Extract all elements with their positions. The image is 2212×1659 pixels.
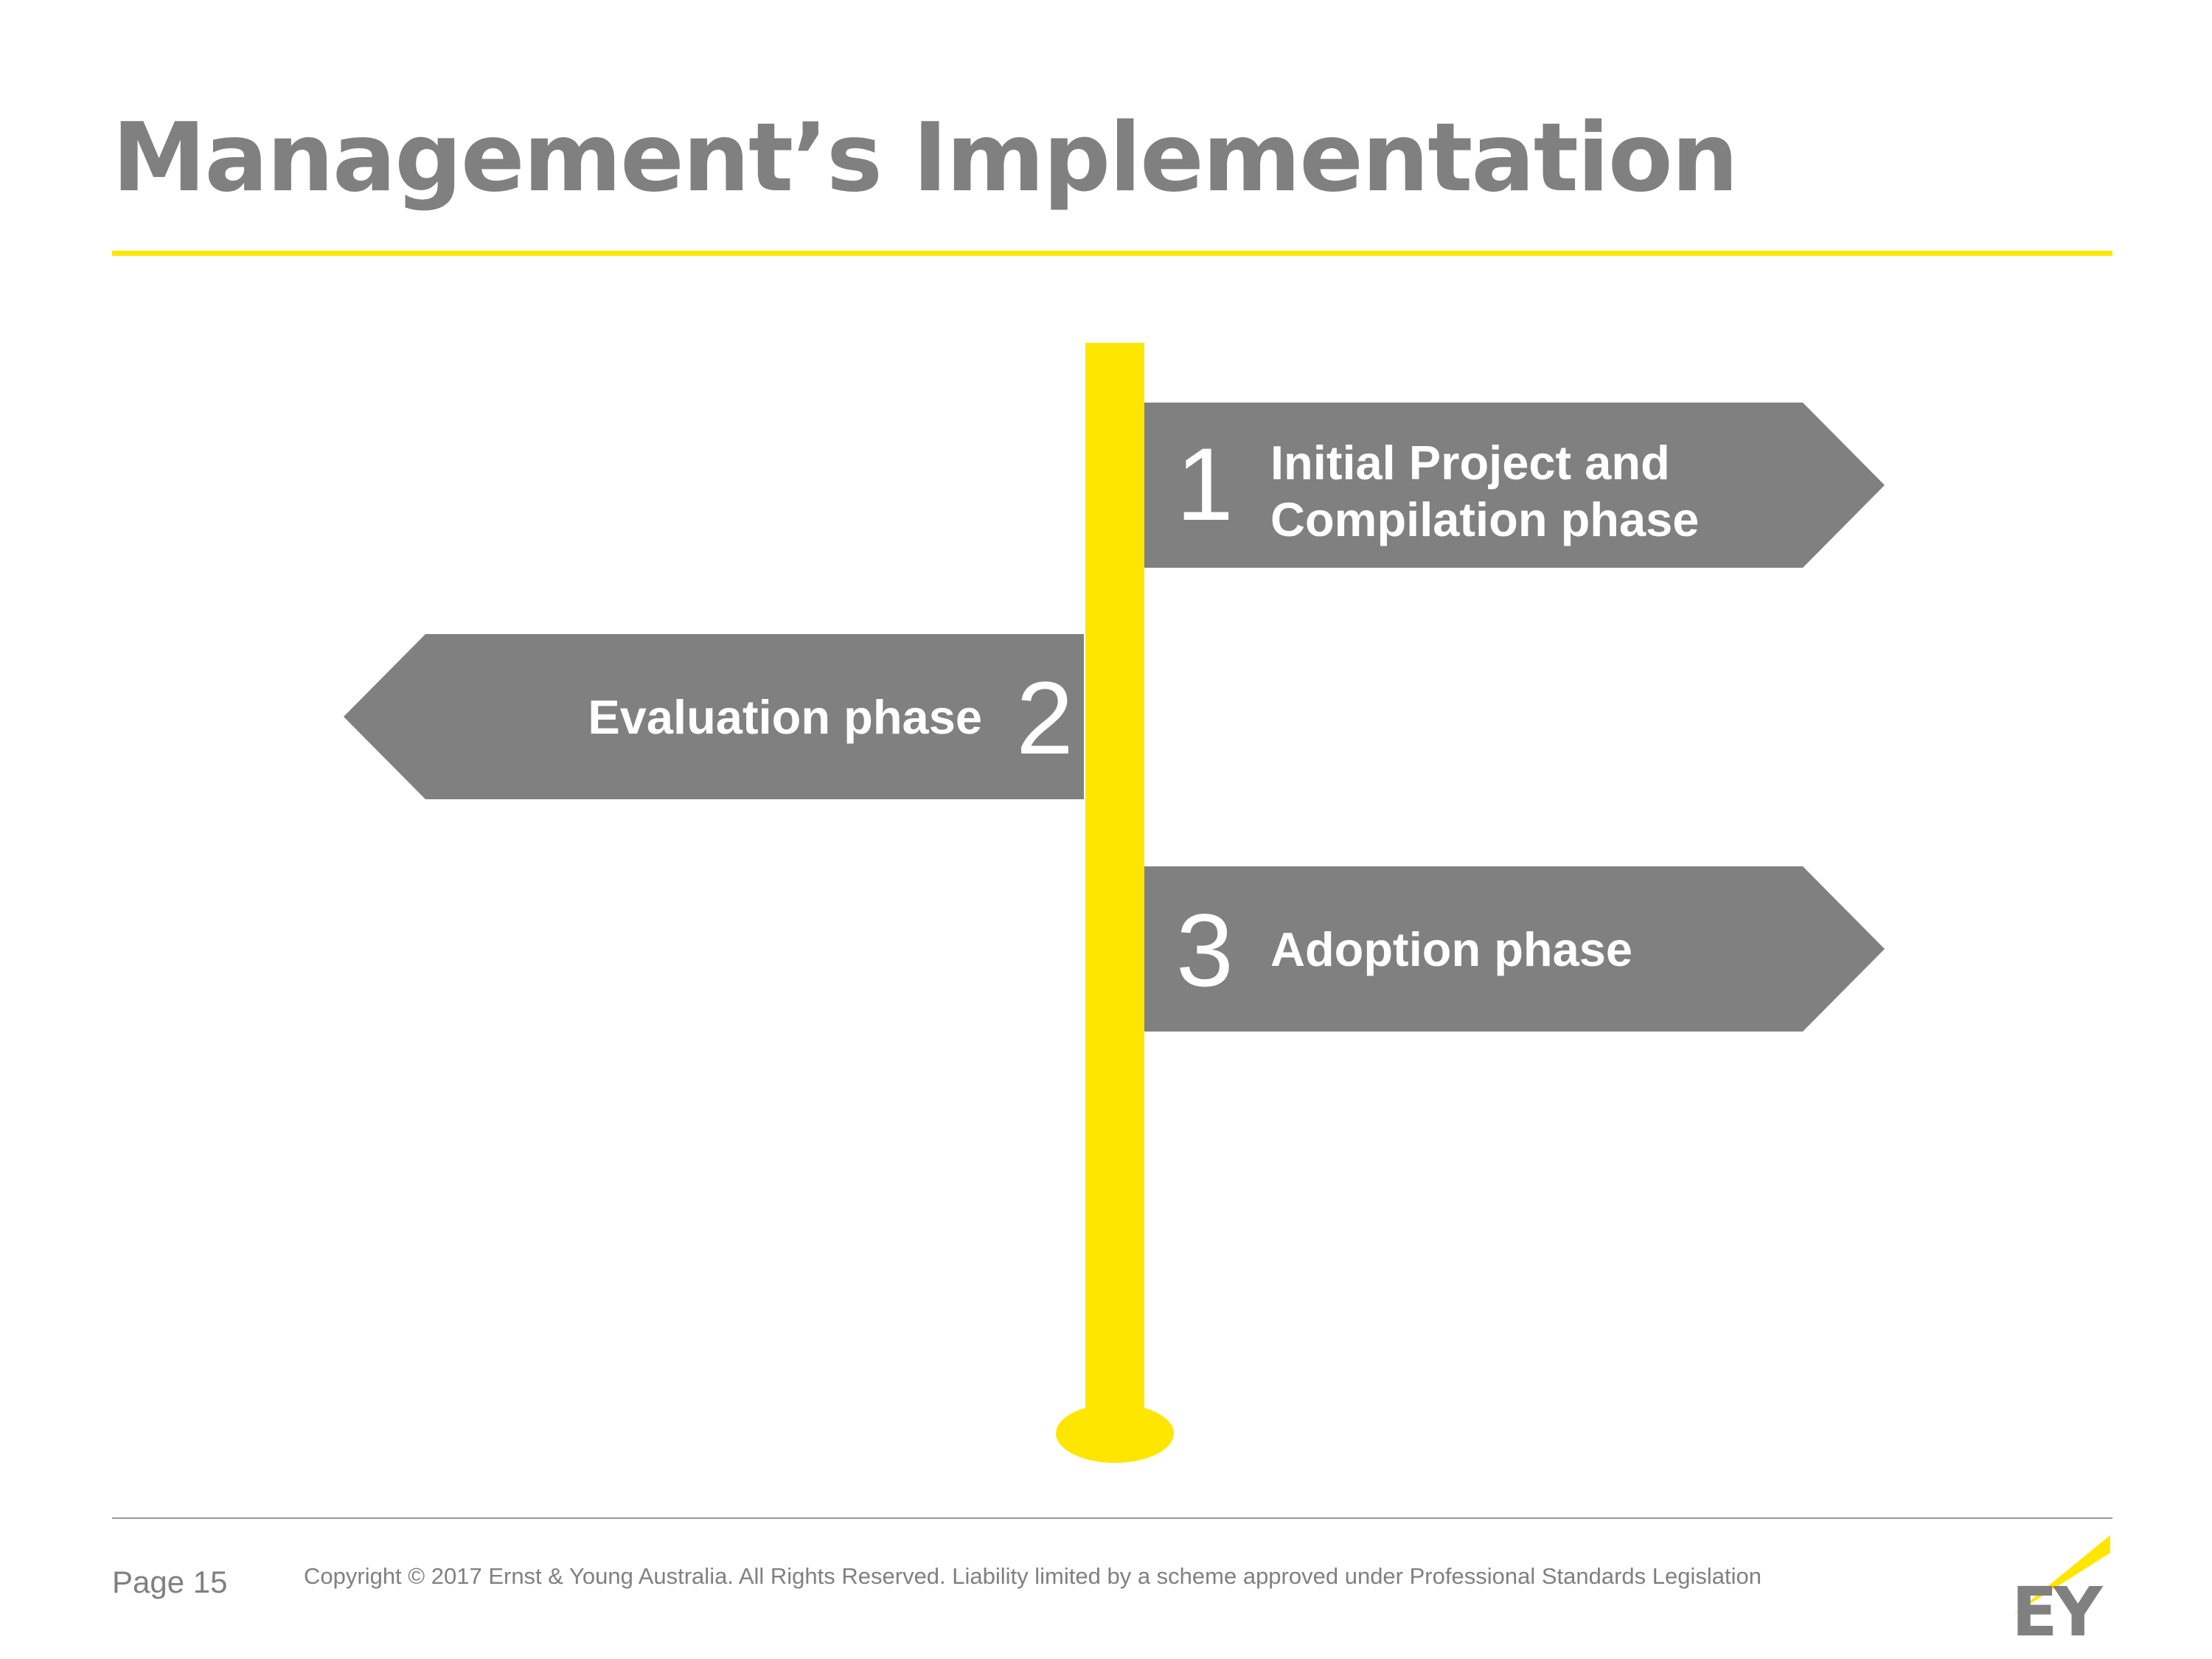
ey-logo-text: EY [2011, 1573, 2104, 1652]
sign-2-arrow [344, 634, 1084, 799]
sign-3: 3 Adoption phase [1144, 866, 1885, 1032]
ey-logo: EY [2011, 1535, 2110, 1652]
sign-2: 2 Evaluation phase [344, 634, 1084, 799]
footer-divider [112, 1517, 2112, 1519]
sign-2-number: 2 [1016, 660, 1074, 776]
sign-3-arrow [1144, 866, 1885, 1032]
slide-title: Management’s Implementation [112, 103, 1739, 213]
ey-logo-beam [2013, 1535, 2110, 1615]
sign-2-label: Evaluation phase [588, 690, 982, 744]
sign-1-label-line1: Initial Project and [1270, 436, 1670, 490]
sign-3-label: Adoption phase [1270, 922, 1632, 976]
sign-3-number: 3 [1176, 892, 1234, 1008]
signpost-pole [1085, 343, 1144, 1433]
sign-1-label-line2: Compilation phase [1270, 493, 1699, 546]
sign-1-number: 1 [1176, 426, 1234, 542]
copyright-notice: Copyright © 2017 Ernst & Young Australia… [304, 1563, 1761, 1589]
sign-1-arrow [1144, 403, 1885, 568]
title-underline [112, 251, 2112, 256]
sign-1: 1 Initial Project and Compilation phase [1144, 403, 1885, 568]
page-number: Page 15 [112, 1565, 228, 1599]
